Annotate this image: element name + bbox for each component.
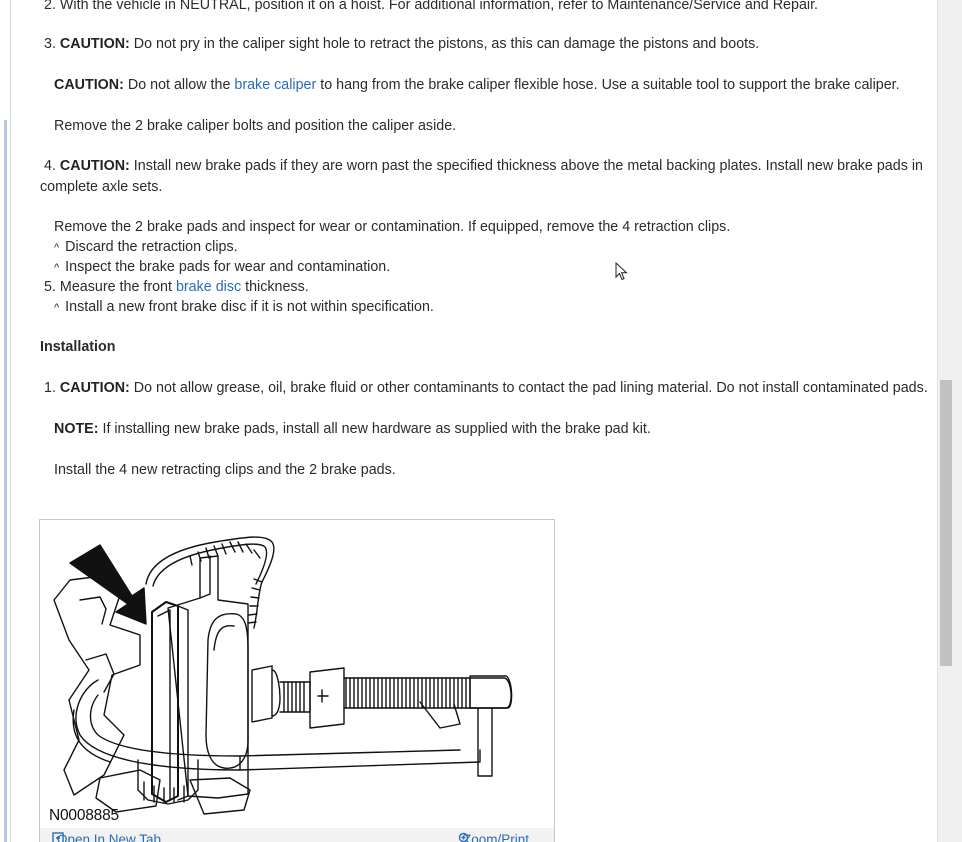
step-2-text: With the vehicle in NEUTRAL, position it… [59,0,819,13]
install-step-1-caution: 1. CAUTION: Do not allow grease, oil, br… [44,380,928,396]
document-content: 2. With the vehicle in NEUTRAL, position… [11,0,937,842]
install-step-1-note: NOTE: If installing new brake pads, inst… [54,421,651,437]
installation-heading: Installation [40,339,116,355]
step-3-caution-2: CAUTION: Do not allow the brake caliper … [54,77,900,93]
note-label: NOTE: [54,421,99,437]
install-step-1-action: Install the 4 new retracting clips and t… [54,462,396,478]
step-5: 5. Measure the front brake disc thicknes… [44,279,309,295]
bullet-item: ^Discard the retraction clips. [54,239,238,255]
caution-label: CAUTION: [54,77,124,93]
frame-accent [4,120,7,842]
left-frame [0,0,11,842]
vertical-scrollbar[interactable] [937,0,962,842]
step-4-action: Remove the 2 brake pads and inspect for … [54,219,731,235]
zoom-print-button[interactable]: Zoom/Print [458,832,529,842]
step-3-caution: 3. CAUTION: Do not pry in the caliper si… [44,36,760,52]
step-3-action: Remove the 2 brake caliper bolts and pos… [54,118,457,134]
caution-label: CAUTION: [59,380,130,396]
scrollbar-thumb[interactable] [940,380,952,666]
bullet-item: ^Inspect the brake pads for wear and con… [54,259,391,275]
brake-disc-link[interactable]: brake disc [175,279,242,295]
caret-icon: ^ [54,262,60,274]
brake-caliper-illustration [53,536,513,815]
figure-id: N0008885 [49,807,119,824]
caution-label: CAUTION: [59,158,130,174]
step-2: 2. With the vehicle in NEUTRAL, position… [44,0,818,14]
figure-box: N0008885 Open In New Tab Zoom/Print [39,519,555,842]
mouse-cursor-icon [615,261,629,286]
bullet-item: ^Install a new front brake disc if it is… [54,299,434,315]
step-4-caution: 4. CAUTION: Install new brake pads if th… [44,158,923,174]
caret-icon: ^ [54,302,60,314]
figure-toolbar: Open In New Tab Zoom/Print [40,828,554,842]
open-in-new-tab-button[interactable]: Open In New Tab [52,832,161,842]
caret-icon: ^ [54,242,60,254]
step-4-caution-cont: complete axle sets. [40,179,163,195]
caution-label: CAUTION: [59,36,130,52]
brake-caliper-link[interactable]: brake caliper [234,77,317,93]
